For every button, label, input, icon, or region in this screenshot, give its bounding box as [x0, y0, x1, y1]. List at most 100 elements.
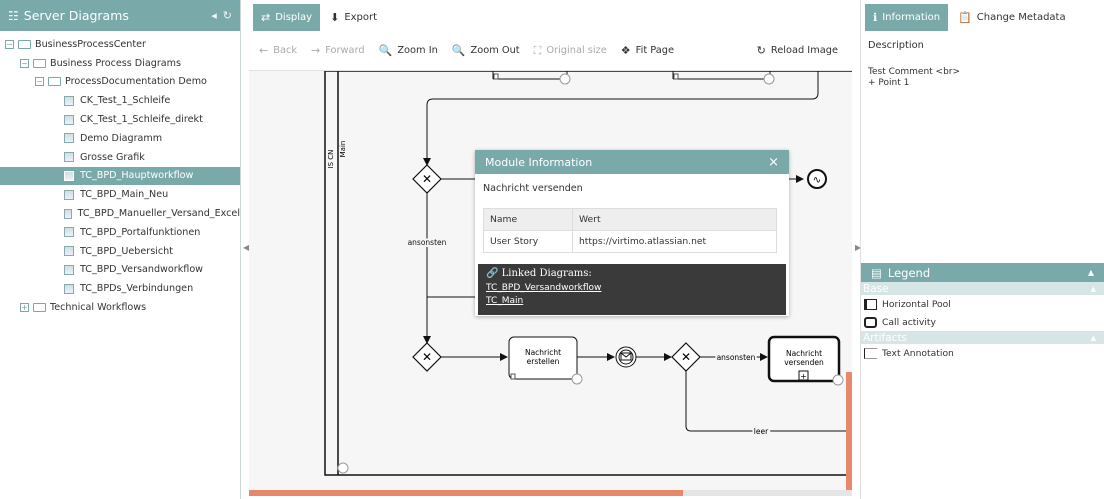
fit-page-label: Fit Page: [635, 45, 674, 56]
tree-item[interactable]: − ProcessDocumentation Demo: [0, 73, 240, 92]
sitemap-icon: ☷: [8, 8, 19, 23]
server-diagrams-panel: ☷ Server Diagrams ◂ ↻ −BusinessProcessCe…: [0, 0, 241, 499]
tree-item[interactable]: Grosse Grafik: [0, 148, 240, 167]
tree-item-label: Demo Diagramm: [80, 132, 163, 144]
folder-icon: [18, 39, 31, 49]
tree-item[interactable]: CK_Test_1_Schleife_direkt: [0, 110, 240, 129]
tree-item[interactable]: TC_BPD_Main_Neu: [0, 185, 240, 204]
info-marker-icon[interactable]: [763, 73, 775, 85]
tab-information[interactable]: ℹ Information: [865, 4, 949, 31]
tab-change-metadata-label: Change Metadata: [976, 12, 1066, 23]
link-icon: 🔗: [486, 268, 499, 279]
collapse-icon[interactable]: ▲: [1087, 268, 1094, 277]
call-activity-icon: [864, 316, 877, 328]
forward-button[interactable]: →Forward: [311, 44, 365, 57]
tab-export-label: Export: [344, 12, 378, 23]
pool-label: IS CN: [327, 150, 335, 169]
tree-item[interactable]: −BusinessProcessCenter: [0, 35, 240, 54]
zoom-in-button[interactable]: 🔍Zoom In: [379, 44, 438, 57]
clipboard-icon: 📋: [958, 11, 972, 24]
viewer-toolbar: ← Back →Forward 🔍Zoom In 🔍Zoom Out ⛶Origi…: [249, 31, 852, 71]
svg-text:∿: ∿: [813, 175, 821, 186]
expand-icon: ⛶: [533, 43, 542, 57]
tree-item[interactable]: −Business Process Diagrams: [0, 54, 240, 73]
tree-item-label: TC_BPD_Versandworkflow: [80, 264, 204, 276]
description-section: Description Test Comment <br> + Point 1: [861, 31, 1104, 263]
svg-text:✕: ✕: [681, 350, 691, 364]
reload-icon: ↻: [756, 44, 766, 57]
svg-text:versenden: versenden: [784, 358, 824, 367]
tree-item[interactable]: TC_BPD_Hauptworkflow: [0, 166, 240, 186]
collapse-icon[interactable]: −: [35, 77, 44, 87]
linked-diagram-link[interactable]: TC_Main: [486, 296, 524, 306]
collapse-icon[interactable]: −: [20, 58, 29, 68]
expand-icon[interactable]: +: [20, 303, 29, 313]
folder-icon: [48, 77, 61, 87]
tab-display-label: Display: [275, 12, 313, 23]
collapse-icon[interactable]: ◂: [211, 9, 217, 22]
right-splitter-handle[interactable]: ▶: [855, 243, 862, 252]
tree-item[interactable]: Demo Diagramm: [0, 129, 240, 148]
description-line: Test Comment <br>: [868, 67, 961, 77]
collapse-icon[interactable]: ▲: [1090, 284, 1096, 293]
zoom-out-button[interactable]: 🔍Zoom Out: [452, 44, 520, 57]
tree-item-label: TC_BPD_Portalfunktionen: [80, 226, 201, 238]
diagram-file-icon: [64, 170, 74, 181]
diagram-file-icon: [64, 246, 74, 257]
end-event-1[interactable]: ∿: [807, 169, 827, 189]
cell-value[interactable]: https://virtimo.atlassian.net: [572, 230, 778, 253]
linked-diagram-link[interactable]: TC_BPD_Versandworkflow: [486, 283, 602, 293]
collapse-icon[interactable]: ▲: [1090, 333, 1096, 342]
original-size-button[interactable]: ⛶Original size: [534, 44, 607, 58]
info-marker-icon[interactable]: [559, 73, 571, 85]
vertical-scrollbar-thumb[interactable]: [846, 372, 852, 490]
tree-item[interactable]: TC_BPD_Portalfunktionen: [0, 223, 240, 242]
legend-header[interactable]: ▤ Legend ▲: [861, 263, 1104, 282]
tab-change-metadata[interactable]: 📋 Change Metadata: [950, 4, 1074, 31]
edge-label: ansonsten: [408, 238, 447, 247]
reload-image-button[interactable]: ↻ Reload Image: [757, 44, 838, 57]
zoom-in-icon: 🔍: [378, 44, 393, 57]
tree-item[interactable]: TC_BPD_Versandworkflow: [0, 261, 240, 280]
tab-export[interactable]: ⬇ Export: [322, 4, 385, 31]
description-line: + Point 1: [868, 78, 910, 88]
left-splitter-handle[interactable]: ◀: [243, 243, 250, 252]
panel-header: ☷ Server Diagrams ◂ ↻: [0, 0, 240, 31]
refresh-icon[interactable]: ↻: [222, 9, 232, 22]
diagram-viewer: ⇄ Display ⬇ Export ← Back →Forward 🔍Zoom …: [249, 0, 852, 499]
tree-item[interactable]: TC_BPD_Manueller_Versand_Excel: [0, 204, 240, 223]
back-label: Back: [273, 45, 298, 56]
horizontal-pool-icon: [864, 298, 877, 310]
compress-icon: ❖: [620, 44, 631, 57]
task-nachricht-erstellen[interactable]: Nachricht erstellen: [508, 336, 583, 385]
close-icon[interactable]: ×: [768, 154, 779, 170]
reload-label: Reload Image: [770, 45, 838, 56]
tree-item-label: ProcessDocumentation Demo: [65, 76, 207, 88]
collapse-icon[interactable]: −: [5, 39, 14, 49]
back-button[interactable]: ← Back: [259, 44, 297, 57]
tree-item-label: CK_Test_1_Schleife: [80, 95, 171, 107]
tree-item[interactable]: +Technical Workflows: [0, 298, 240, 317]
horizontal-scrollbar-thumb[interactable]: [249, 490, 683, 496]
diagram-canvas[interactable]: IS CN Main ✕ ansonsten: [249, 71, 852, 490]
horizontal-scrollbar[interactable]: [249, 490, 852, 496]
diagram-file-icon: [64, 264, 74, 275]
fit-page-button[interactable]: ❖ Fit Page: [621, 44, 674, 57]
diagram-file-icon: [64, 227, 74, 238]
legend-section-base[interactable]: Base ▲: [861, 282, 1104, 295]
task-nachricht-versenden[interactable]: Nachricht versenden +: [767, 335, 844, 386]
tree-item-label: TC_BPD_Main_Neu: [80, 189, 169, 201]
tree-item-label: TC_BPD_Manueller_Versand_Excel: [77, 208, 240, 220]
tree-item[interactable]: TC_BPDs_Verbindungen: [0, 279, 240, 298]
download-icon: ⬇: [330, 11, 340, 24]
svg-text:Nachricht: Nachricht: [786, 349, 822, 358]
tree-item[interactable]: CK_Test_1_Schleife: [0, 91, 240, 110]
legend-section-artifacts[interactable]: Artifacts ▲: [861, 331, 1104, 344]
message-event[interactable]: [615, 346, 637, 368]
tab-display[interactable]: ⇄ Display: [253, 4, 321, 31]
arrow-left-icon: ←: [259, 44, 269, 57]
tree-item[interactable]: TC_BPD_Uebersicht: [0, 242, 240, 261]
gateway-2[interactable]: ✕: [412, 342, 442, 372]
info-marker-icon[interactable]: [337, 462, 349, 474]
edge-label: leer: [754, 427, 769, 436]
